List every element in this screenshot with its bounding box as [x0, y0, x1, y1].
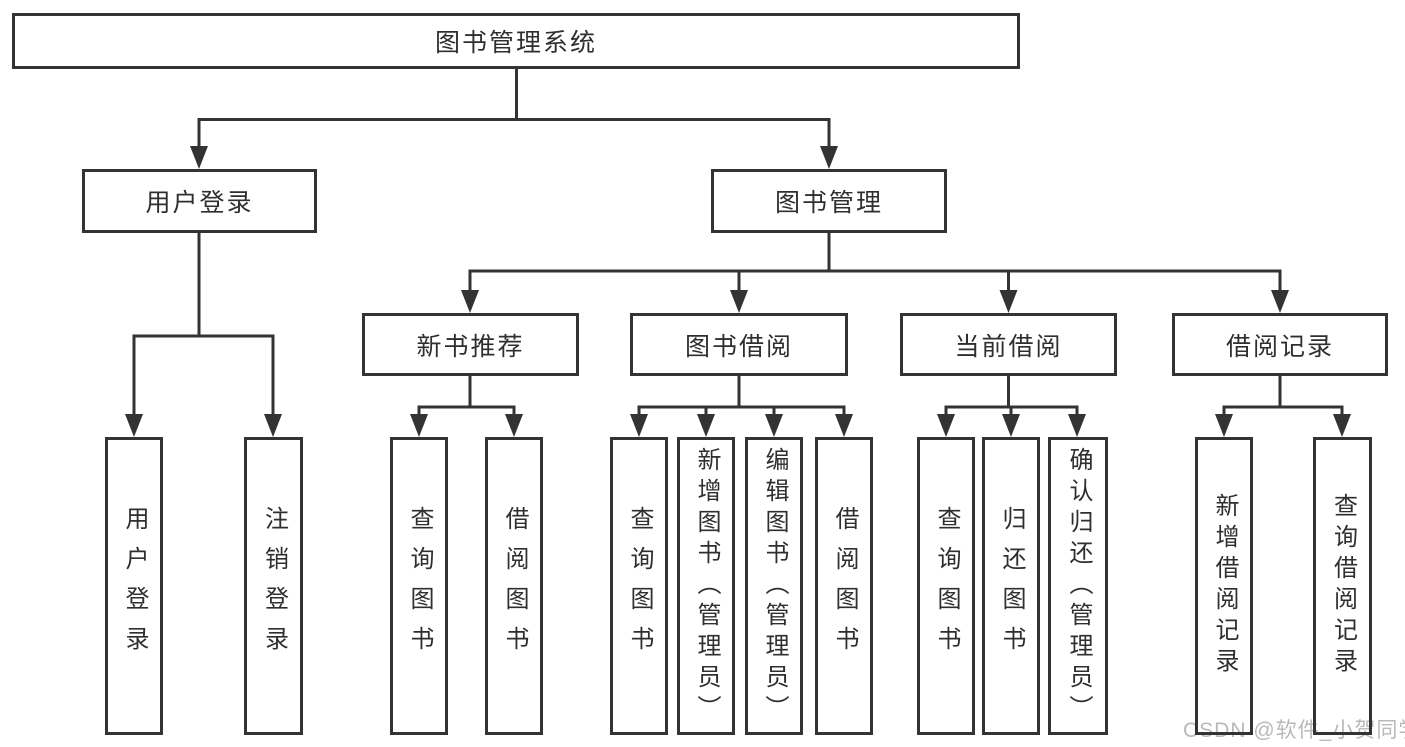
connector-bookmgmt-to-level3: [468, 233, 1282, 292]
node-book-borrowing: 图书借阅: [630, 313, 848, 376]
arrow-down-icon: [820, 146, 838, 169]
node-borrowing-records: 借阅记录: [1172, 313, 1388, 376]
arrow-down-icon: [937, 414, 955, 437]
node-label: 归还图书: [998, 506, 1025, 666]
leaf-return-books: 归还图书: [982, 437, 1040, 735]
node-current-borrowing: 当前借阅: [900, 313, 1117, 376]
node-label: 确认归还（管理员）: [1065, 446, 1092, 726]
connector-records-to-leaves: [1222, 376, 1344, 416]
leaf-user-login: 用户登录: [105, 437, 163, 735]
arrow-down-icon: [410, 414, 428, 437]
node-label: 用户登录: [121, 506, 148, 666]
connector-current-to-leaves: [944, 376, 1079, 416]
arrow-down-icon: [461, 290, 479, 313]
arrow-down-icon: [999, 290, 1018, 313]
leaf-edit-books-admin: 编辑图书（管理员）: [745, 437, 803, 735]
node-label: 查询图书: [626, 506, 653, 666]
node-label: 新增图书（管理员）: [693, 446, 720, 726]
arrow-down-icon: [697, 414, 715, 437]
node-label: 当前借阅: [954, 332, 1063, 361]
node-label: 查询图书: [933, 506, 960, 666]
arrow-down-icon: [730, 290, 748, 313]
leaf-query-books-1: 查询图书: [390, 437, 448, 735]
leaf-borrow-books-2: 借阅图书: [815, 437, 873, 735]
connector-userlogin-to-leaves: [132, 233, 275, 416]
node-label: 借阅图书: [831, 506, 858, 666]
node-label: 图书管理系统: [434, 29, 597, 57]
leaf-logout-login: 注销登录: [244, 437, 303, 735]
arrow-down-icon: [1271, 290, 1289, 313]
node-label: 图书借阅: [684, 332, 793, 361]
leaf-query-books-3: 查询图书: [917, 437, 975, 735]
leaf-borrow-books-1: 借阅图书: [485, 437, 543, 735]
leaf-add-books-admin: 新增图书（管理员）: [677, 437, 735, 735]
leaf-add-borrow-record: 新增借阅记录: [1195, 437, 1253, 735]
arrow-down-icon: [765, 414, 783, 437]
connector-root-to-level2: [197, 69, 831, 147]
node-book-management: 图书管理: [711, 169, 947, 233]
node-label: 新增借阅记录: [1211, 493, 1238, 679]
arrow-down-icon: [630, 414, 648, 437]
arrowheads: [125, 146, 1351, 437]
leaf-confirm-return-admin: 确认归还（管理员）: [1048, 437, 1108, 735]
leaf-query-borrow-record: 查询借阅记录: [1313, 437, 1372, 735]
node-label: 查询图书: [406, 506, 433, 666]
node-label: 借阅图书: [501, 506, 528, 666]
node-label: 新书推荐: [416, 332, 525, 361]
arrow-down-icon: [190, 146, 208, 169]
arrow-down-icon: [264, 414, 282, 437]
arrow-down-icon: [1068, 414, 1086, 437]
arrow-down-icon: [125, 414, 143, 437]
node-label: 用户登录: [145, 189, 254, 217]
node-label: 查询借阅记录: [1329, 493, 1357, 679]
node-label: 注销登录: [260, 506, 288, 666]
arrow-down-icon: [835, 414, 853, 437]
connector-borrowing-to-leaves: [637, 376, 846, 416]
node-label: 编辑图书（管理员）: [761, 446, 788, 726]
node-label: 借阅记录: [1225, 332, 1334, 361]
connector-newbook-to-leaves: [417, 376, 516, 416]
arrow-down-icon: [505, 414, 523, 437]
leaf-query-books-2: 查询图书: [610, 437, 668, 735]
node-library-system: 图书管理系统: [12, 13, 1020, 69]
node-new-book-recommend: 新书推荐: [362, 313, 579, 376]
csdn-watermark: CSDN @软件_小贺同学: [1183, 719, 1405, 742]
node-label: 图书管理: [774, 189, 883, 217]
arrow-down-icon: [1215, 414, 1233, 437]
node-user-login: 用户登录: [82, 169, 317, 233]
arrow-down-icon: [1333, 414, 1351, 437]
arrow-down-icon: [1002, 414, 1020, 437]
